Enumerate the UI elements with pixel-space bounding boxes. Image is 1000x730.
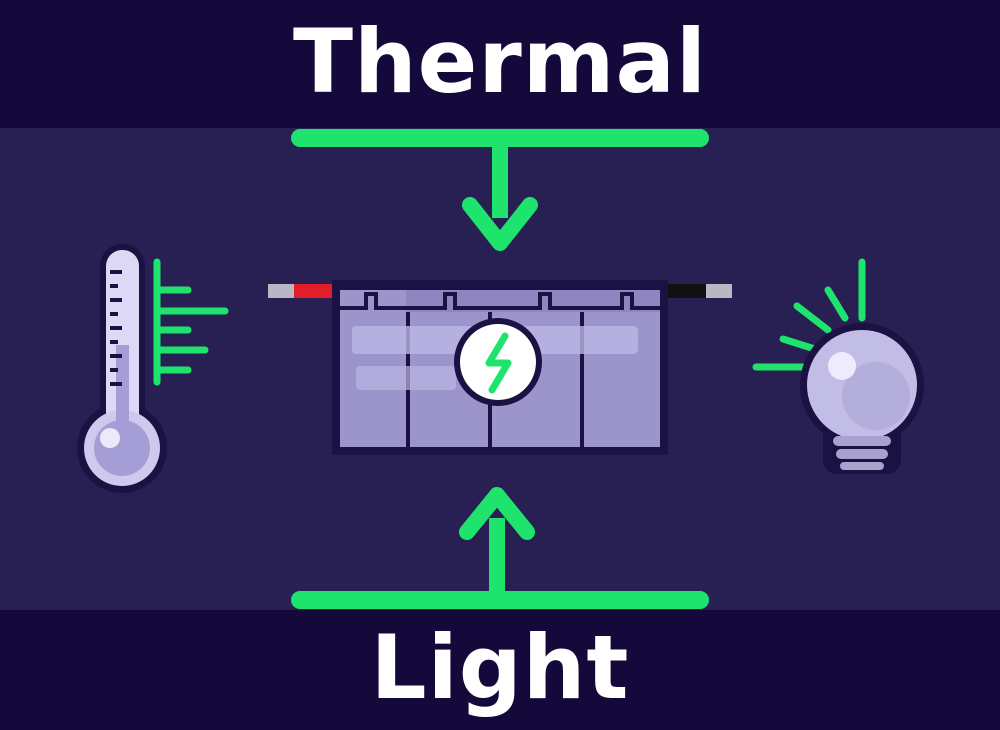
light-input-arrow [291,487,709,609]
bottom-band [0,610,1000,730]
thermal-input-arrow [291,129,709,251]
light-bulb-icon [800,323,924,474]
light-rays-icon [752,258,866,371]
lightning-bolt-icon [454,318,542,406]
light-label: Light [370,616,630,719]
thermal-label: Thermal [293,10,707,113]
heat-rays-icon [153,258,229,386]
thermometer-icon [77,244,167,493]
top-band [0,0,1000,128]
